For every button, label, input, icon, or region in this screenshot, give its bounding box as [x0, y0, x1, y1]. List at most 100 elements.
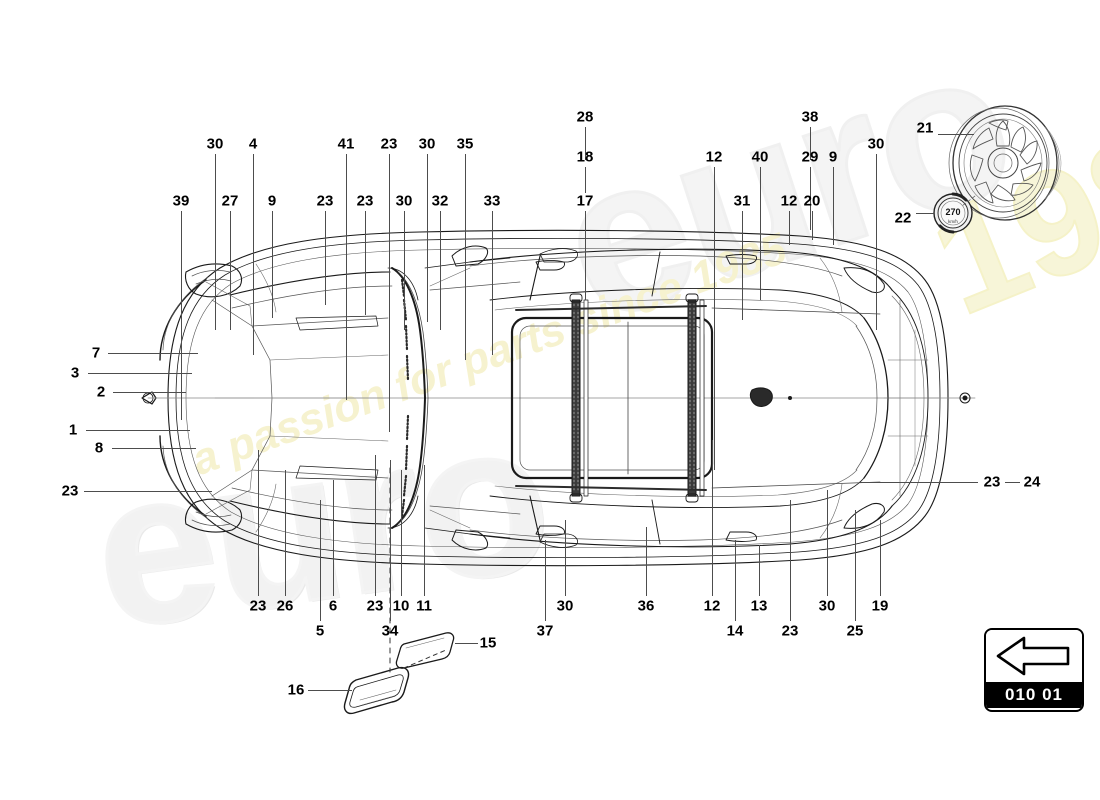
leader-line-17: [585, 211, 586, 300]
leader-line-10: [401, 470, 402, 596]
callout-label-23[interactable]: 23: [366, 597, 384, 615]
callout-label-32[interactable]: 32: [431, 192, 449, 210]
callout-label-23[interactable]: 23: [983, 473, 1001, 491]
leader-21: [938, 134, 974, 135]
leader-line-38: [810, 127, 811, 160]
callout-label-10[interactable]: 10: [392, 597, 410, 615]
callout-label-4[interactable]: 4: [248, 135, 258, 153]
callout-label-30[interactable]: 30: [395, 192, 413, 210]
leader-line-1: [86, 430, 190, 431]
callout-label-25[interactable]: 25: [846, 622, 864, 640]
callout-label-36[interactable]: 36: [637, 597, 655, 615]
callout-label-30[interactable]: 30: [818, 597, 836, 615]
callout-label-23[interactable]: 23: [61, 482, 79, 500]
callout-label-24[interactable]: 24: [1023, 473, 1041, 491]
callout-label-33[interactable]: 33: [483, 192, 501, 210]
callout-label-3[interactable]: 3: [70, 364, 80, 382]
leader-line-27: [230, 211, 231, 330]
leader-line-23: [365, 211, 366, 315]
leader-line-30: [427, 154, 428, 322]
callout-label-23[interactable]: 23: [316, 192, 334, 210]
callout-label-31[interactable]: 31: [733, 192, 751, 210]
callout-label-15[interactable]: 15: [479, 634, 497, 652]
callout-label-20[interactable]: 20: [803, 192, 821, 210]
callout-label-11[interactable]: 11: [416, 597, 432, 615]
leader-line-26: [285, 470, 286, 596]
leader-line-12: [712, 440, 713, 596]
callout-label-1[interactable]: 1: [68, 421, 78, 439]
leader-line-32: [440, 211, 441, 330]
leader-line-18: [585, 167, 586, 193]
leader-line-19: [880, 520, 881, 596]
leader-line-30: [827, 490, 828, 596]
leader-line-41: [346, 154, 347, 400]
leader-line-33: [492, 211, 493, 355]
leader-line-9: [272, 211, 273, 318]
leader-line-12: [714, 167, 715, 470]
leader-line-35: [465, 154, 466, 360]
leader-line-30: [404, 211, 405, 330]
legend-code: 010 01: [986, 682, 1082, 708]
leader-line-23: [84, 491, 212, 492]
leader-line-23: [325, 211, 326, 305]
badge-speed-unit: km/h: [948, 219, 958, 224]
legend-box[interactable]: 010 01: [984, 628, 1084, 712]
callout-label-27[interactable]: 27: [221, 192, 239, 210]
callout-label-30[interactable]: 30: [418, 135, 436, 153]
callout-label-30[interactable]: 30: [206, 135, 224, 153]
leader-line-9: [833, 167, 834, 245]
callout-label-7[interactable]: 7: [91, 344, 101, 362]
callout-label-40[interactable]: 40: [751, 148, 769, 166]
callout-label-8[interactable]: 8: [94, 439, 104, 457]
callout-label-23[interactable]: 23: [380, 135, 398, 153]
callout-label-30[interactable]: 30: [867, 135, 885, 153]
leader-line-13: [759, 545, 760, 596]
leader-line-28: [585, 127, 586, 160]
callout-label-41[interactable]: 41: [337, 135, 355, 153]
callout-label-9[interactable]: 9: [267, 192, 277, 210]
leader-line-6: [333, 480, 334, 596]
callout-label-12[interactable]: 12: [705, 148, 723, 166]
callout-label-9[interactable]: 9: [828, 148, 838, 166]
leader-line-3: [88, 373, 192, 374]
callout-label-12[interactable]: 12: [703, 597, 721, 615]
callout-label-39[interactable]: 39: [172, 192, 190, 210]
leader-line-11: [424, 465, 425, 596]
leader-22: [916, 213, 934, 214]
badge-speed-value: 270: [945, 207, 960, 217]
callout-label-18[interactable]: 18: [576, 148, 594, 166]
callout-label-29[interactable]: 29: [801, 148, 819, 166]
leader-line-5: [320, 500, 321, 621]
callout-label-23[interactable]: 23: [356, 192, 374, 210]
callout-label-6[interactable]: 6: [328, 597, 338, 615]
callout-label-5[interactable]: 5: [315, 622, 325, 640]
callout-label-23[interactable]: 23: [781, 622, 799, 640]
callout-label-17[interactable]: 17: [576, 192, 594, 210]
leader-line-30: [565, 520, 566, 596]
callout-label-23[interactable]: 23: [249, 597, 267, 615]
callout-label-19[interactable]: 19: [871, 597, 889, 615]
callout-label-35[interactable]: 35: [456, 135, 474, 153]
leader-line-23: [860, 482, 978, 483]
callout-label-37[interactable]: 37: [536, 622, 554, 640]
callout-label-16[interactable]: 16: [287, 681, 305, 699]
callout-label-12[interactable]: 12: [780, 192, 798, 210]
leader-line-16: [308, 690, 352, 691]
callout-label-13[interactable]: 13: [750, 597, 768, 615]
leader-line-4: [253, 154, 254, 355]
callout-label-2[interactable]: 2: [96, 383, 106, 401]
callout-label-28[interactable]: 28: [576, 108, 594, 126]
leader-line-25: [855, 510, 856, 621]
callout-label-22[interactable]: 22: [894, 209, 912, 227]
leader-line-23: [389, 154, 390, 432]
leader-line-31: [742, 211, 743, 320]
callout-label-14[interactable]: 14: [726, 622, 744, 640]
leader-line-37: [545, 540, 546, 621]
callout-label-38[interactable]: 38: [801, 108, 819, 126]
callout-label-21[interactable]: 21: [916, 119, 934, 137]
leader-line-23: [375, 455, 376, 596]
callout-label-30[interactable]: 30: [556, 597, 574, 615]
callout-label-26[interactable]: 26: [276, 597, 294, 615]
callout-label-34[interactable]: 34: [381, 622, 399, 640]
